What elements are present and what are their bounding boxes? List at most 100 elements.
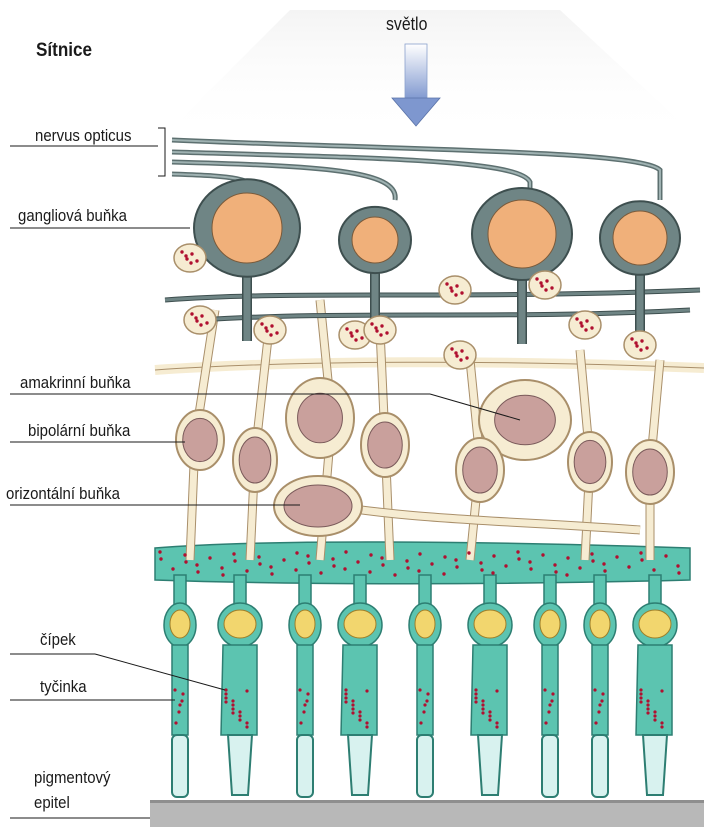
synapse-dot: [184, 560, 187, 563]
synapse-dot: [600, 699, 603, 702]
synapse-dot: [495, 721, 498, 724]
synapse-dot: [481, 711, 484, 714]
photoreceptor-nucleus: [344, 610, 376, 638]
synapse-dot: [646, 699, 649, 702]
synapse-dot: [639, 551, 642, 554]
synapse-dot: [275, 331, 278, 334]
synapse-dot: [418, 552, 421, 555]
bipolar-nucleus: [463, 447, 498, 493]
synapse-dot: [603, 569, 606, 572]
label-cone: čípek: [40, 630, 76, 650]
synapse-dot: [430, 562, 433, 565]
synapse-dot: [189, 261, 192, 264]
synapse-dot: [269, 565, 272, 568]
synapse-terminal: [174, 244, 206, 272]
light-cone: [160, 10, 700, 140]
synapse-dot: [365, 689, 368, 692]
synapse-dot: [294, 568, 297, 571]
pigment-epithelium: [150, 800, 704, 827]
synapse-dot: [495, 725, 498, 728]
synapse-dot: [369, 553, 372, 556]
synapse-dot: [205, 321, 208, 324]
synapse-dot: [422, 710, 425, 713]
synapse-dot: [351, 699, 354, 702]
synapse-dot: [528, 560, 531, 563]
synapse-dot: [195, 259, 198, 262]
synapse-dot: [460, 291, 463, 294]
synapse-dot: [258, 562, 261, 565]
synapse-dot: [379, 333, 382, 336]
synapse-dot: [354, 338, 357, 341]
synapse-dot: [178, 703, 181, 706]
synapse-dot: [365, 721, 368, 724]
synapse-dot: [660, 725, 663, 728]
synapse-dot: [190, 252, 193, 255]
synapse-dot: [221, 573, 224, 576]
synapse-dot: [554, 570, 557, 573]
synapse-dot: [393, 573, 396, 576]
bipolar-nucleus: [368, 422, 403, 468]
synapse-dot: [653, 718, 656, 721]
synapse-dot: [543, 688, 546, 691]
synapse-dot: [180, 699, 183, 702]
synapse-dot: [488, 710, 491, 713]
bipolar-nucleus: [574, 440, 606, 483]
synapse-dot: [238, 710, 241, 713]
rod-outer-segment: [592, 735, 608, 797]
synapse-dot: [676, 564, 679, 567]
synapse-dot: [270, 572, 273, 575]
synapse-dot: [200, 314, 203, 317]
synapse-dot: [295, 551, 298, 554]
synapse-dot: [597, 710, 600, 713]
synapse-dot: [593, 688, 596, 691]
photoreceptor-nucleus: [224, 610, 256, 638]
synapse-dot: [653, 714, 656, 717]
cone-outer-segment: [643, 735, 667, 795]
synapse-dot: [380, 556, 383, 559]
synapse-dot: [224, 692, 227, 695]
synapse-dot: [199, 323, 202, 326]
synapse-dot: [343, 567, 346, 570]
label-ganglion-cell: gangliová buňka: [18, 206, 127, 226]
horizontal-nucleus: [284, 485, 352, 527]
synapse-dot: [646, 707, 649, 710]
synapse-dot: [381, 563, 384, 566]
bipolar-nucleus: [239, 437, 271, 483]
synapse-dot: [368, 570, 371, 573]
synapse-dot: [307, 561, 310, 564]
synapse-dot: [184, 254, 187, 257]
synapse-dot: [481, 699, 484, 702]
synapse-dot: [646, 711, 649, 714]
ganglion-nucleus: [352, 217, 398, 263]
label-horizontal-cell: orizontální buňka: [6, 484, 120, 504]
synapse-dot: [516, 550, 519, 553]
synapse-dot: [481, 707, 484, 710]
synapse-dot: [566, 556, 569, 559]
synapse-dot: [547, 710, 550, 713]
synapse-dot: [183, 553, 186, 556]
synapse-dot: [417, 569, 420, 572]
synapse-dot: [344, 688, 347, 691]
synapse-dot: [260, 322, 263, 325]
label-pigment-epithelium-1: pigmentový: [34, 768, 111, 788]
synapse-dot: [418, 688, 421, 691]
synapse-dot: [385, 331, 388, 334]
synapse-dot: [423, 703, 426, 706]
synapse-dot: [660, 721, 663, 724]
synapse-dot: [224, 696, 227, 699]
photoreceptor-nucleus: [474, 610, 506, 638]
synapse-dot: [306, 554, 309, 557]
synapse-dot: [455, 284, 458, 287]
synapse-dot: [194, 316, 197, 319]
synapse-terminal: [444, 341, 476, 369]
synapse-dot: [358, 710, 361, 713]
synapse-dot: [265, 329, 268, 332]
synapse-dot: [180, 250, 183, 253]
label-rod: tyčinka: [40, 677, 87, 697]
synapse-dot: [344, 692, 347, 695]
synapse-dot: [653, 710, 656, 713]
rod-outer-segment: [172, 735, 188, 797]
synapse-dot: [269, 333, 272, 336]
synapse-dot: [580, 324, 583, 327]
synapse-dot: [495, 689, 498, 692]
